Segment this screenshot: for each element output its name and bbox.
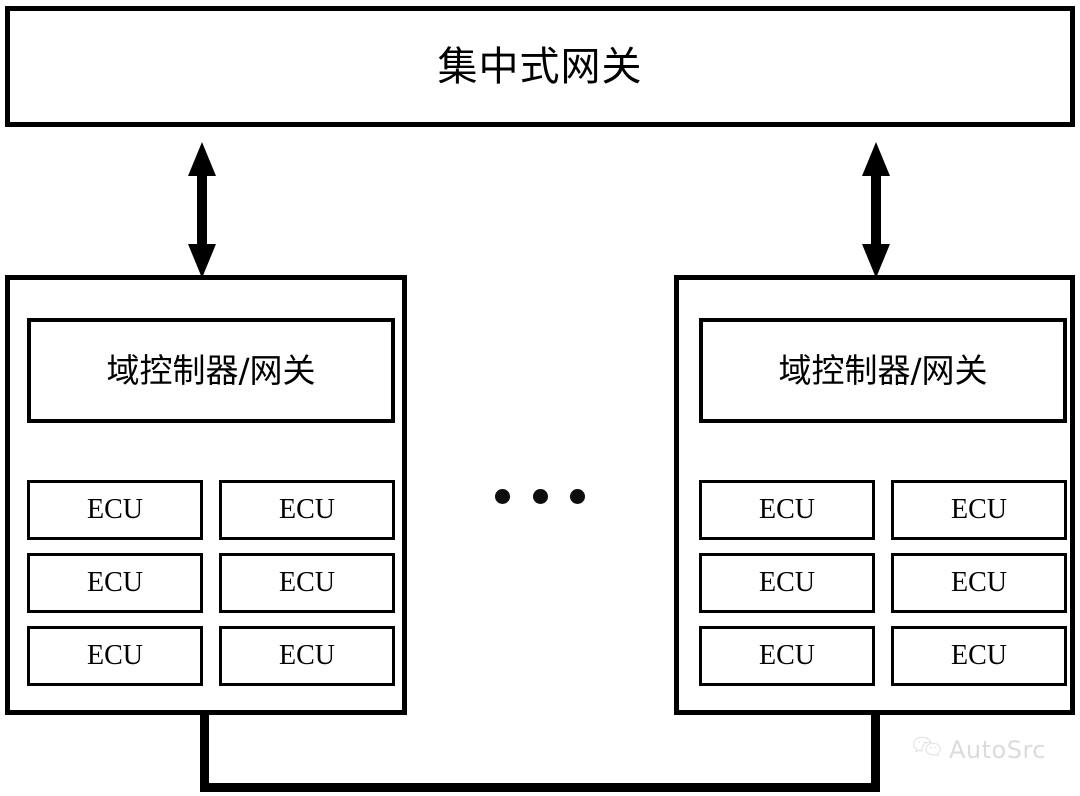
ecu-box: ECU — [27, 480, 203, 540]
ecu-grid-right: ECU ECU ECU ECU ECU ECU — [699, 480, 1067, 692]
centralized-gateway-label: 集中式网关 — [437, 43, 643, 90]
domain-controller-label: 域控制器/网关 — [106, 351, 316, 390]
ellipsis-dot — [495, 488, 510, 504]
ecu-label: ECU — [951, 494, 1007, 525]
ecu-box: ECU — [891, 553, 1067, 613]
ecu-label: ECU — [87, 640, 143, 671]
ecu-label: ECU — [759, 494, 815, 525]
ecu-label: ECU — [759, 567, 815, 598]
ecu-box: ECU — [699, 626, 875, 686]
gateway-left-bidirectional-arrow — [185, 142, 219, 278]
bottom-bus-horizontal — [200, 783, 880, 792]
ellipsis-dot — [532, 488, 548, 504]
ecu-box: ECU — [27, 626, 203, 686]
watermark: AutoSrc — [912, 735, 1046, 764]
domain-block-right: 域控制器/网关 ECU ECU ECU ECU ECU ECU — [674, 275, 1075, 715]
ecu-label: ECU — [87, 567, 143, 598]
ecu-label: ECU — [279, 640, 335, 671]
ecu-box: ECU — [891, 626, 1067, 686]
domain-controller-label: 域控制器/网关 — [778, 351, 988, 390]
ecu-label: ECU — [759, 640, 815, 671]
ecu-box: ECU — [27, 553, 203, 613]
domain-controller-box-left: 域控制器/网关 — [27, 318, 395, 423]
ecu-box: ECU — [891, 480, 1067, 540]
watermark-label: AutoSrc — [949, 735, 1046, 764]
ecu-box: ECU — [219, 480, 395, 540]
centralized-gateway-box: 集中式网关 — [5, 6, 1075, 127]
domain-controller-box-right: 域控制器/网关 — [699, 318, 1067, 423]
ecu-label: ECU — [951, 640, 1007, 671]
ecu-box: ECU — [699, 553, 875, 613]
ecu-label: ECU — [279, 567, 335, 598]
wechat-icon — [912, 735, 942, 764]
domain-block-left: 域控制器/网关 ECU ECU ECU ECU ECU ECU — [5, 275, 407, 715]
ecu-box: ECU — [219, 553, 395, 613]
bottom-bus-right-leg — [871, 712, 880, 792]
ellipsis-indicator — [495, 484, 585, 508]
ecu-box: ECU — [219, 626, 395, 686]
ecu-label: ECU — [87, 494, 143, 525]
ecu-label: ECU — [279, 494, 335, 525]
ellipsis-dot — [570, 488, 585, 504]
ecu-label: ECU — [951, 567, 1007, 598]
ecu-grid-left: ECU ECU ECU ECU ECU ECU — [27, 480, 395, 692]
bottom-bus-left-leg — [200, 712, 209, 792]
ecu-box: ECU — [699, 480, 875, 540]
gateway-right-bidirectional-arrow — [859, 142, 893, 278]
